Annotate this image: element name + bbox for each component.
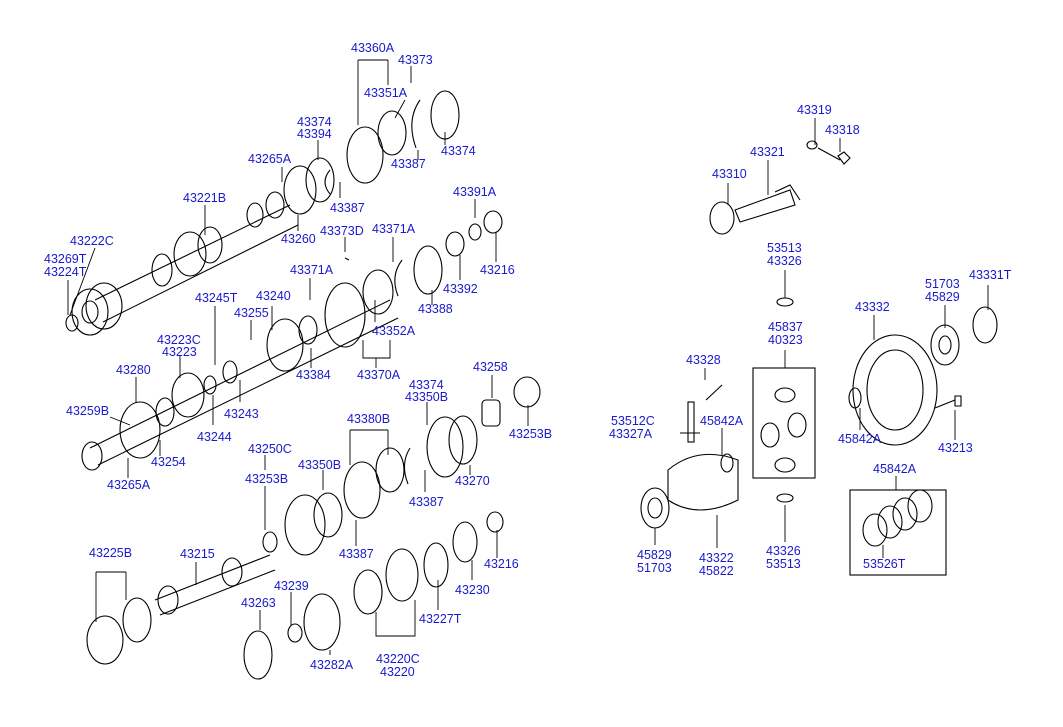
part-label: 45837 xyxy=(768,320,803,334)
part-label: 53513 xyxy=(766,557,801,571)
part-label: 43216 xyxy=(484,557,519,571)
leader-lines xyxy=(67,59,989,655)
part-label: 43269T xyxy=(44,252,87,266)
part-label: 43222C xyxy=(70,234,114,248)
part-label: 43216 xyxy=(480,263,515,277)
part-label: 43387 xyxy=(391,157,426,171)
part-label: 43387 xyxy=(339,547,374,561)
part-label: 43227T xyxy=(419,612,462,626)
part-label: 43373D xyxy=(320,224,364,238)
part-label: 43319 xyxy=(797,103,832,117)
part-label: 43245T xyxy=(195,291,238,305)
part-label: 43259B xyxy=(66,404,110,418)
part-label: 43220 xyxy=(380,665,415,679)
part-label: 43321 xyxy=(750,145,785,159)
part-label: 43326 xyxy=(767,254,802,268)
part-label: 43221B xyxy=(183,191,227,205)
counter-gear-assembly xyxy=(262,415,478,556)
part-label: 43223C xyxy=(157,333,201,347)
part-label: 43223 xyxy=(162,345,197,359)
shift-lever-assembly xyxy=(709,140,851,235)
part-label: 43263 xyxy=(241,596,276,610)
part-label: 45822 xyxy=(699,564,734,578)
part-label: 43270 xyxy=(455,474,490,488)
part-label: 43215 xyxy=(180,547,215,561)
part-label: 43280 xyxy=(116,363,151,377)
part-label: 43322 xyxy=(699,551,734,565)
part-label: 45842A xyxy=(873,462,917,476)
part-label: 43373 xyxy=(398,53,433,67)
part-label: 43350B xyxy=(298,458,342,472)
part-label: 43254 xyxy=(151,455,186,469)
part-label: 43258 xyxy=(473,360,508,374)
part-label: 43310 xyxy=(712,167,747,181)
output-shaft-assembly xyxy=(81,245,541,471)
part-label: 51703 xyxy=(637,561,672,575)
part-label: 43253B xyxy=(245,472,289,486)
part-label: 43380B xyxy=(347,412,391,426)
part-label: 43350B xyxy=(405,390,449,404)
part-label: 43387 xyxy=(409,495,444,509)
part-label: 43244 xyxy=(197,430,232,444)
pinion-shaft-assembly xyxy=(86,511,504,680)
part-label: 43240 xyxy=(256,289,291,303)
part-label: 43253B xyxy=(509,427,553,441)
part-label: 43265A xyxy=(248,152,292,166)
part-label: 43331T xyxy=(969,268,1012,282)
input-shaft-assembly xyxy=(65,90,503,336)
differential-assembly xyxy=(640,297,998,576)
part-label: 43388 xyxy=(418,302,453,316)
part-label: 53526T xyxy=(863,557,906,571)
part-label: 43224T xyxy=(44,265,87,279)
part-label: 40323 xyxy=(768,333,803,347)
part-label: 43265A xyxy=(107,478,151,492)
part-label: 43374 xyxy=(409,378,444,392)
part-label: 43360A xyxy=(351,41,395,55)
part-label: 43255 xyxy=(234,306,269,320)
part-label: 43391A xyxy=(453,185,497,199)
part-label: 43213 xyxy=(938,441,973,455)
part-label: 43328 xyxy=(686,353,721,367)
part-label: 43394 xyxy=(297,127,332,141)
part-label: 43282A xyxy=(310,658,354,672)
part-label: 43250C xyxy=(248,442,292,456)
part-label: 45842A xyxy=(700,414,744,428)
part-label: 43392 xyxy=(443,282,478,296)
part-label: 43374 xyxy=(441,144,476,158)
part-label: 43239 xyxy=(274,579,309,593)
part-label: 43374 xyxy=(297,115,332,129)
part-label: 43371A xyxy=(372,222,416,236)
part-label: 45829 xyxy=(637,548,672,562)
part-label: 53513 xyxy=(767,241,802,255)
part-label: 45842A xyxy=(838,432,882,446)
part-label: 43371A xyxy=(290,263,334,277)
part-label: 43260 xyxy=(281,232,316,246)
part-label: 43351A xyxy=(364,86,408,100)
part-label: 43370A xyxy=(357,368,401,382)
part-label: 43225B xyxy=(89,546,133,560)
part-label: 53512C xyxy=(611,414,655,428)
part-label: 43332 xyxy=(855,300,890,314)
part-label: 51703 xyxy=(925,277,960,291)
part-label: 43352A xyxy=(372,324,416,338)
part-label: 43220C xyxy=(376,652,420,666)
part-label: 43243 xyxy=(224,407,259,421)
part-label: 45829 xyxy=(925,290,960,304)
part-label: 43384 xyxy=(296,368,331,382)
part-label: 43326 xyxy=(766,544,801,558)
part-label: 43318 xyxy=(825,123,860,137)
part-label: 43387 xyxy=(330,201,365,215)
part-label: 43327A xyxy=(609,427,653,441)
part-label: 43230 xyxy=(455,583,490,597)
